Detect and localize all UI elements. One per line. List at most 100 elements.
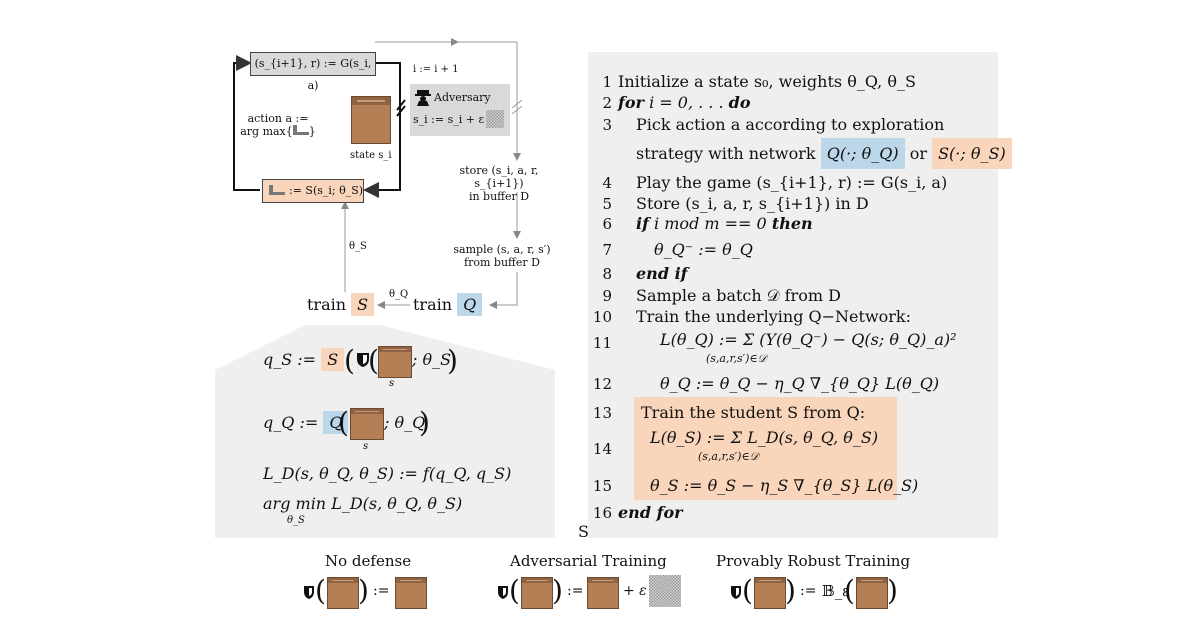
algo-line-11: L(θ_Q) := Σ (Y(θ_Q⁻) − Q(s; θ_Q)_a)² [660,330,957,349]
kw-do: do [728,93,751,112]
assign-symbol: := [800,583,817,599]
qq-tail: ; θ_Q [384,413,426,432]
store-line2: in buffer D [468,190,530,203]
adversary-label: Adversary [434,91,491,104]
action-label-line2: arg max{} [238,125,318,138]
line-number: 1 [602,73,612,91]
train-s-node: train S [307,293,375,316]
algo-line-12: θ_Q := θ_Q − η_Q ∇_{θ_Q} L(θ_Q) [660,374,940,393]
algo-line-16: end for [618,503,683,522]
adversary-box: Adversary s_i := s_i + ε [410,84,510,136]
adv-training-title: Adversarial Training [510,552,667,570]
paren-open: ( [315,574,326,607]
state-game-thumbnail [351,96,391,144]
adversary-formula: s_i := s_i + ε [413,113,485,126]
line-number: 7 [602,241,612,259]
paren-close: ) [358,574,369,607]
line-number: 5 [602,195,612,213]
qq-paren-open: ( [338,406,349,439]
adv-training-formula: ( ) := + ε [497,574,687,610]
qs-game-thumbnail [378,346,412,378]
assign-symbol: := [567,583,584,599]
stray-s: S [578,522,589,541]
qq-lhs: q_Q := [263,413,319,432]
if-cond: i mod m == 0 [648,214,772,233]
line-number: 10 [592,308,612,326]
distill-loss: L_D(s, θ_Q, θ_S) := f(q_Q, q_S) [263,464,512,483]
noise-patch [649,575,681,607]
algo-line-14-sub: (s,a,r,s′)∈𝒟 [698,450,759,463]
kw-for: for [618,93,644,112]
line-number: 2 [602,94,612,112]
game-thumbnail [521,577,553,609]
qs-tail: ; θ_S [412,350,452,369]
for-range: i = 0, . . . [643,93,729,112]
game-thumbnail [587,577,619,609]
train-q-net: Q [457,293,483,316]
kw-then: then [771,214,813,233]
qq-equation: q_Q := Q [263,411,349,434]
spy-icon [415,90,431,106]
paren-close: ) [785,574,796,607]
train-q-node: train Q [413,293,483,316]
noise-patch [486,110,504,128]
line-number: 16 [592,504,612,522]
line-number: 15 [592,477,612,495]
line-number: 12 [592,375,612,393]
qq-paren-close: ) [419,406,430,439]
algo-line-10: Train the underlying Q−Network: [636,307,912,326]
paren-open: ( [844,574,855,607]
qs-lhs: q_S := [263,350,317,369]
student-action-box: := S(s_i; θ_S) [262,179,364,203]
no-defense-title: No defense [325,552,412,570]
line-number: 4 [602,174,612,192]
qs-net: S [321,348,345,371]
qs-paren-close: ) [447,344,458,377]
kw-if: if [636,214,649,233]
algo-line-5: Store (s_i, a, r, s_{i+1}) in D [636,194,869,213]
action-icon [292,125,309,135]
algo-line-2: for i = 0, . . . do [618,93,751,112]
line-number: 11 [592,334,612,352]
epsilon-ball: 𝔹_ε [822,582,850,600]
qs-paren-open: ( [344,344,355,377]
qs-equation: q_S := S [263,348,345,371]
argmax-text: arg max{ [240,125,293,138]
q-network-tag: Q(·; θ_Q) [820,138,905,169]
robust-training-title: Provably Robust Training [716,552,911,570]
algo-line-11-sub: (s,a,r,s′)∈𝒟 [706,352,767,365]
algo-line-7: θ_Q⁻ := θ_Q [654,240,753,259]
no-defense-formula: ( ) := [303,574,433,610]
game-thumbnail [395,577,427,609]
qq-game-thumbnail [350,408,384,440]
qq-sub: s [363,441,369,452]
shield-icon [357,353,369,367]
shield-icon [731,586,741,599]
game-thumbnail [856,577,888,609]
algo-line-6: if i mod m == 0 then [636,214,813,233]
paren-close: ) [887,574,898,607]
argmin-sub: θ_S [287,515,305,526]
line-number: 13 [592,404,612,422]
state-label: state s_i [350,150,392,161]
s-network-tag: S(·; θ_S) [932,138,1012,169]
line-number: 8 [602,265,612,283]
argmin: arg min L_D(s, θ_Q, θ_S) [263,494,463,513]
algo-line-13: Train the student S from Q: [641,403,866,422]
game-thumbnail [754,577,786,609]
qq-net: Q [323,411,349,434]
strategy-text: strategy with network [636,144,816,163]
store-label: store (s_i, a, r, s_{i+1}) in buffer D [443,164,555,203]
train-s-word: train [307,295,347,314]
line-number: 9 [602,287,612,305]
train-s-net: S [351,293,375,316]
paren-open: ( [742,574,753,607]
paren-close: ) [552,574,563,607]
qs-sub: s [389,378,395,389]
paren-open: ( [509,574,520,607]
i-update-label: i := i + 1 [413,64,459,75]
or-text: or [909,144,927,163]
algo-line-3: Pick action a according to exploration [636,115,945,134]
robust-training-formula: ( ) := 𝔹_ε ( ) [730,574,900,610]
